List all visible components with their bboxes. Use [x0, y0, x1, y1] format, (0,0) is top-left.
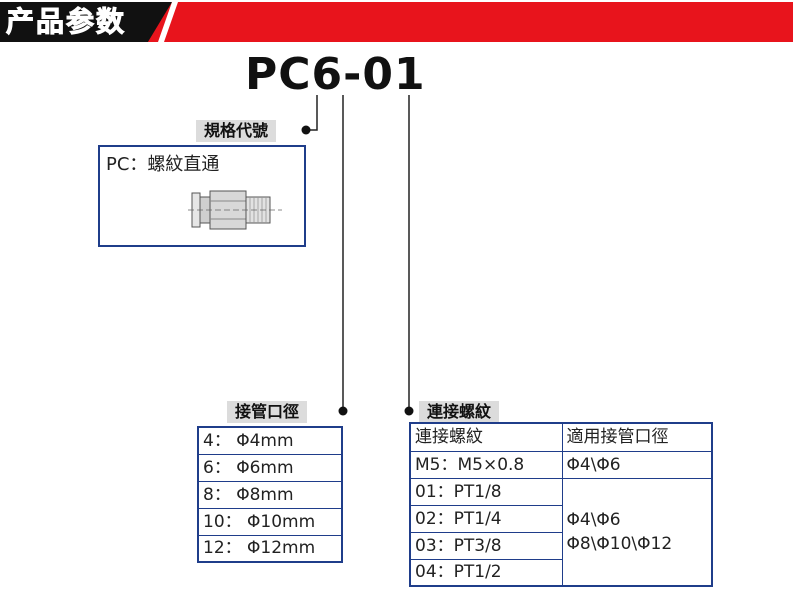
merged-line-1: Φ4\Φ6 [566, 509, 621, 530]
table-header-row: 連接螺紋 適用接管口徑 [409, 422, 713, 452]
header-banner: 产品参数 [0, 0, 793, 44]
banner-black-band [0, 2, 172, 42]
thread-cell: 04：PT1/2 [409, 558, 563, 587]
spec-code-tag: 規格代號 [196, 120, 277, 142]
thread-cell: 01：PT1/8 [409, 477, 563, 506]
table-row: M5：M5×0.8 Φ4\Φ6 [409, 450, 713, 479]
pipe-diameter-cell: 8： Φ8mm [198, 481, 342, 509]
spec-code-description: PC：螺紋直通 [106, 154, 220, 175]
thread-table: 連接螺紋 適用接管口徑 M5：M5×0.8 Φ4\Φ6 01：PT1/8 Φ4\… [409, 422, 713, 587]
merged-line-2: Φ8\Φ10\Φ12 [566, 533, 673, 554]
table-row: 8： Φ8mm [198, 481, 342, 509]
fitting-illustration [188, 190, 282, 230]
thread-merged-cell: Φ4\Φ6 Φ8\Φ10\Φ12 [561, 477, 713, 587]
pipe-diameter-table: 4： Φ4mm 6： Φ6mm 8： Φ8mm 10： Φ10mm 12： Φ1… [197, 426, 343, 563]
thread-tag: 連接螺紋 [419, 401, 500, 423]
thread-header-connection: 連接螺紋 [409, 422, 563, 452]
pipe-diameter-cell: 4： Φ4mm [198, 427, 342, 455]
pipe-diameter-tag: 接管口徑 [227, 401, 308, 423]
table-row: 10： Φ10mm [198, 508, 342, 536]
thread-header-applicable: 適用接管口徑 [561, 422, 713, 452]
table-row: 03：PT3/8 [409, 531, 712, 560]
thread-cell: 02：PT1/4 [409, 504, 563, 533]
pipe-diameter-cell: 10： Φ10mm [198, 508, 342, 536]
thread-cell: Φ4\Φ6 [561, 450, 713, 479]
spec-code-box: PC：螺紋直通 [98, 145, 306, 247]
table-row: 04：PT1/2 [409, 558, 712, 587]
banner-title: 产品参数 [5, 5, 127, 39]
table-row: 4： Φ4mm [198, 427, 342, 455]
table-row: 6： Φ6mm [198, 454, 342, 482]
pipe-diameter-cell: 6： Φ6mm [198, 454, 342, 482]
thread-cell: 03：PT3/8 [409, 531, 563, 560]
model-code: PC6-01 [245, 49, 426, 100]
table-row: 01：PT1/8 Φ4\Φ6 Φ8\Φ10\Φ12 [409, 477, 713, 587]
table-row: 12： Φ12mm [198, 535, 342, 562]
thread-cell: M5：M5×0.8 [409, 450, 563, 479]
pipe-diameter-cell: 12： Φ12mm [203, 538, 316, 559]
